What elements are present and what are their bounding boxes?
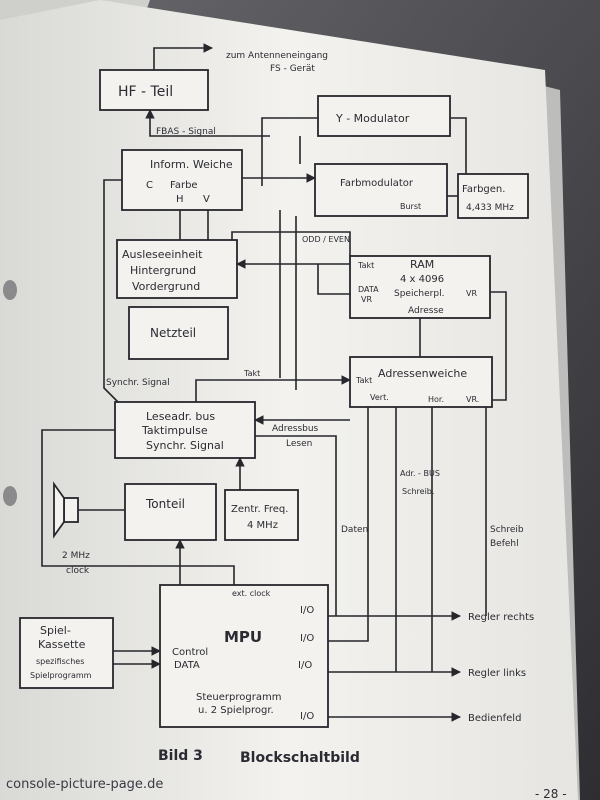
daten-label: Daten [341, 525, 368, 535]
zentr-freq-block [224, 489, 299, 541]
regler-links-label: Regler links [468, 668, 526, 679]
inform-weiche-label: Inform. Weiche [150, 158, 233, 171]
io3-label: I/O [298, 660, 312, 671]
farbmodulator-label: Farbmodulator [340, 178, 414, 189]
wire-hf-antenna [153, 43, 213, 70]
lesen-label: Lesen [286, 439, 312, 449]
netzteil-block [128, 306, 229, 360]
ram-vr2-label: VR [466, 289, 477, 298]
netzteil-label: Netzteil [150, 326, 196, 340]
wire-fbas [145, 109, 270, 137]
control-label: Control [172, 647, 208, 658]
vert-label: Vert. [370, 393, 389, 402]
synchr-signal-block-label: Synchr. Signal [146, 439, 224, 452]
zentr-mhz-label: 4 MHz [247, 520, 278, 531]
caption-title: Blockschaltbild [240, 750, 360, 766]
y-modulator-block [317, 95, 451, 137]
kassette-label-3: spezifisches [36, 657, 84, 666]
wire-ram-data [317, 264, 350, 295]
schreib-label: Schreib. [402, 487, 434, 496]
io1-label: I/O [300, 605, 314, 616]
punch-hole [3, 486, 17, 506]
tonteil-label: Tonteil [145, 497, 185, 511]
inform-v-label: V [203, 194, 210, 205]
mpu-data-label: DATA [174, 660, 200, 671]
hor-label: Hor. [428, 395, 444, 404]
farbgenerator-block [457, 173, 529, 219]
antenna-note-2: FS - Gerät [270, 64, 315, 74]
ram-adresse-label: Adresse [408, 306, 444, 316]
ausleseeinheit-label: Ausleseeinheit [122, 248, 203, 261]
farbmodulator-block [314, 163, 448, 217]
block-diagram: HF - Teil Y - Modulator Inform. Weiche C… [19, 43, 534, 728]
kassette-label-1: Spiel- [40, 624, 71, 637]
ausleseeinheit-block [116, 239, 238, 299]
wire-clock [41, 429, 235, 585]
taktimpulse-label: Taktimpulse [141, 424, 208, 437]
spielkassette-block [19, 617, 114, 689]
adressenweiche-takt-label: Takt [355, 376, 372, 385]
clock-label-2: clock [66, 566, 90, 576]
adressbus-label: Adressbus [272, 424, 319, 434]
burst-label: Burst [400, 202, 421, 211]
antenna-note-1: zum Antenneneingang [226, 51, 328, 61]
bedienfeld-label: Bedienfeld [468, 713, 521, 724]
regler-rechts-label: Regler rechts [468, 612, 534, 623]
punch-hole [3, 280, 17, 300]
wire-odd-even [231, 231, 351, 256]
hf-teil-label: HF - Teil [118, 84, 173, 100]
steuerprogramm-label: Steuerprogramm [196, 692, 281, 703]
watermark: console-picture-page.de [6, 777, 163, 792]
ram-speicher-label: Speicherpl. [394, 289, 444, 299]
vr-label: VR. [466, 395, 479, 404]
ram-data-label: DATA [358, 285, 379, 294]
ext-clock-label: ext. clock [232, 589, 271, 598]
hf-teil-block [99, 69, 209, 111]
inform-farbe-label: Farbe [170, 180, 198, 191]
mpu-block [159, 584, 329, 728]
mpu-label: MPU [224, 628, 262, 646]
takt-label: Takt [243, 369, 260, 378]
wire-lesen [255, 435, 337, 616]
wire-takt [195, 375, 351, 402]
io4-label: I/O [300, 711, 314, 722]
io2-label: I/O [300, 633, 314, 644]
kassette-label-2: Kassette [38, 638, 86, 651]
leseadr-bus-label: Leseadr. bus [146, 410, 215, 423]
wire-left-synchr [103, 179, 122, 403]
fbas-label: FBAS - Signal [156, 127, 216, 137]
spielprogr-label: u. 2 Spielprogr. [198, 705, 274, 716]
hintergrund-label: Hintergrund [130, 264, 196, 277]
adr-bus-label: Adr. - BUS [400, 469, 440, 478]
synchr-label: Synchr. Signal [106, 378, 170, 388]
ram-vr-label: VR [361, 295, 372, 304]
page-number: - 28 - [535, 787, 567, 800]
adressenweiche-label: Adressenweiche [378, 367, 467, 380]
ram-takt-label: Takt [357, 261, 374, 270]
wire-ram-vr [490, 291, 507, 401]
clock-label-1: 2 MHz [62, 551, 90, 561]
inform-h-label: H [176, 194, 184, 205]
ram-size-label: 4 x 4096 [400, 274, 444, 285]
wire-ymod-left [261, 117, 318, 186]
ram-block [349, 255, 491, 319]
leseadr-bus-block [114, 401, 256, 459]
wire-io2 [328, 407, 369, 642]
zentr-freq-label: Zentr. Freq. [231, 504, 288, 515]
caption-bild: Bild 3 [158, 748, 203, 764]
farbgen-freq-label: 4,433 MHz [466, 203, 514, 213]
y-modulator-label: Y - Modulator [335, 112, 410, 125]
schreib-befehl-label-1: Schreib [490, 525, 524, 535]
ram-title: RAM [410, 258, 434, 271]
odd-even-label: ODD / EVEN [302, 235, 350, 244]
tonteil-block [124, 483, 217, 541]
inform-c-label: C [146, 180, 153, 191]
kassette-label-4: Spielprogramm [30, 671, 92, 680]
wire-ymod-right [450, 117, 467, 174]
vordergrund-label: Vordergrund [132, 280, 200, 293]
schreib-befehl-label-2: Befehl [490, 539, 519, 549]
farbgen-label: Farbgen. [462, 184, 505, 195]
